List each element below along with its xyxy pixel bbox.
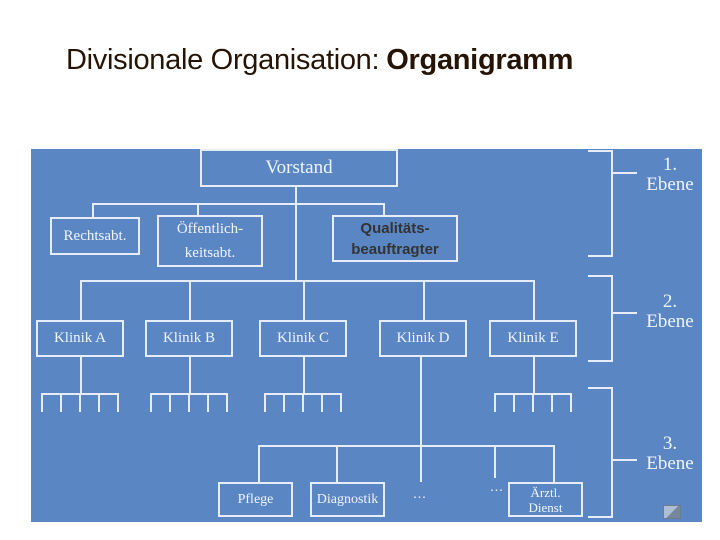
org-node-diagnostik: Diagnostik [310, 482, 385, 517]
level-word: Ebene [646, 174, 694, 195]
org-node-ellipsis-2: ... [482, 480, 512, 496]
level-number: 2. [662, 291, 678, 312]
level-bracket-1 [611, 150, 613, 257]
level-bracket-3-tick [588, 387, 613, 389]
connector-line [295, 187, 297, 280]
connector-line [258, 445, 555, 447]
level-bracket-1-tick [588, 150, 613, 152]
subunit-comb [150, 393, 228, 412]
corner-artifact-icon [663, 505, 681, 519]
org-node-pflege: Pflege [218, 482, 293, 517]
connector-line [303, 357, 305, 393]
subunit-comb [41, 393, 119, 412]
connector-line [92, 203, 385, 205]
org-chart-canvas: Vorstand Rechtsabt. Öffentlich- keitsabt… [31, 149, 702, 522]
org-node-klinik-e: Klinik E [489, 320, 577, 357]
connector-line [303, 280, 305, 320]
connector-line [80, 280, 82, 320]
connector-line [383, 203, 385, 217]
connector-line [533, 357, 535, 393]
org-node-label-line2: Dienst [528, 499, 563, 515]
level-bracket-1-pointer [611, 172, 637, 174]
org-node-oeffentlichkeitsabt: Öffentlich- keitsabt. [157, 215, 263, 267]
connector-line [258, 445, 260, 482]
org-node-klinik-c: Klinik C [259, 320, 347, 357]
connector-line [423, 280, 425, 320]
org-node-klinik-b: Klinik B [145, 320, 233, 357]
level-label-1: 1. Ebene [637, 155, 703, 195]
level-number: 3. [662, 433, 678, 454]
connector-line [80, 357, 82, 393]
org-node-ellipsis-1: ... [405, 485, 435, 505]
level-bracket-2-tick [588, 275, 613, 277]
org-node-klinik-a: Klinik A [36, 320, 124, 357]
subunit-comb [264, 393, 342, 412]
connector-line [92, 203, 94, 219]
level-bracket-3 [611, 387, 613, 518]
connector-line [336, 445, 338, 482]
org-node-label-line1: Qualitäts- [360, 219, 430, 237]
connector-line [80, 280, 535, 282]
org-node-label: Klinik E [507, 330, 559, 347]
connector-line [494, 445, 496, 478]
org-node-label: Klinik C [276, 330, 330, 347]
connector-line [189, 280, 191, 320]
level-label-2: 2. Ebene [637, 292, 703, 332]
org-node-klinik-d: Klinik D [379, 320, 467, 357]
connector-line [533, 280, 535, 320]
level-bracket-3-pointer [611, 459, 637, 461]
org-node-qualitaetsbeauftragter: Qualitäts- beauftragter [332, 215, 458, 262]
org-node-label: Rechtsabt. [63, 227, 127, 244]
subunit-comb [494, 393, 572, 412]
org-node-aerztl-dienst: Ärztl. Dienst [508, 482, 583, 517]
connector-line [420, 357, 422, 445]
org-node-label: Vorstand [265, 157, 333, 179]
org-node-label-line2: keitsabt. [184, 245, 236, 261]
connector-line [553, 445, 555, 482]
org-node-label-line2: beauftragter [351, 240, 439, 258]
slide-title-bold: Organigramm [386, 44, 574, 76]
org-node-vorstand: Vorstand [200, 149, 398, 187]
level-bracket-2-pointer [611, 312, 637, 314]
level-number: 1. [662, 154, 678, 175]
connector-line [189, 357, 191, 393]
connector-line [420, 445, 422, 482]
slide-title: Divisionale Organisation:Organigramm [66, 44, 573, 77]
org-node-label: Klinik B [162, 330, 216, 347]
org-node-rechtsabt: Rechtsabt. [50, 217, 140, 255]
connector-line [197, 203, 199, 217]
level-bracket-2 [611, 275, 613, 362]
ellipsis-label: ... [413, 487, 427, 502]
org-node-label: Diagnostik [316, 491, 379, 507]
level-label-3: 3. Ebene [637, 434, 703, 474]
org-node-label: Pflege [237, 491, 274, 507]
level-word: Ebene [646, 311, 694, 332]
level-bracket-3-tick [588, 516, 613, 518]
slide-title-regular: Divisionale Organisation: [66, 44, 380, 76]
level-bracket-1-tick [588, 255, 613, 257]
org-node-label: Klinik A [53, 330, 107, 347]
org-node-label: Klinik D [396, 330, 450, 347]
org-node-label-line1: Ärztl. [530, 484, 561, 500]
level-bracket-2-tick [588, 360, 613, 362]
level-word: Ebene [646, 453, 694, 474]
ellipsis-label: ... [490, 480, 504, 495]
org-node-label-line1: Öffentlich- [176, 221, 244, 237]
